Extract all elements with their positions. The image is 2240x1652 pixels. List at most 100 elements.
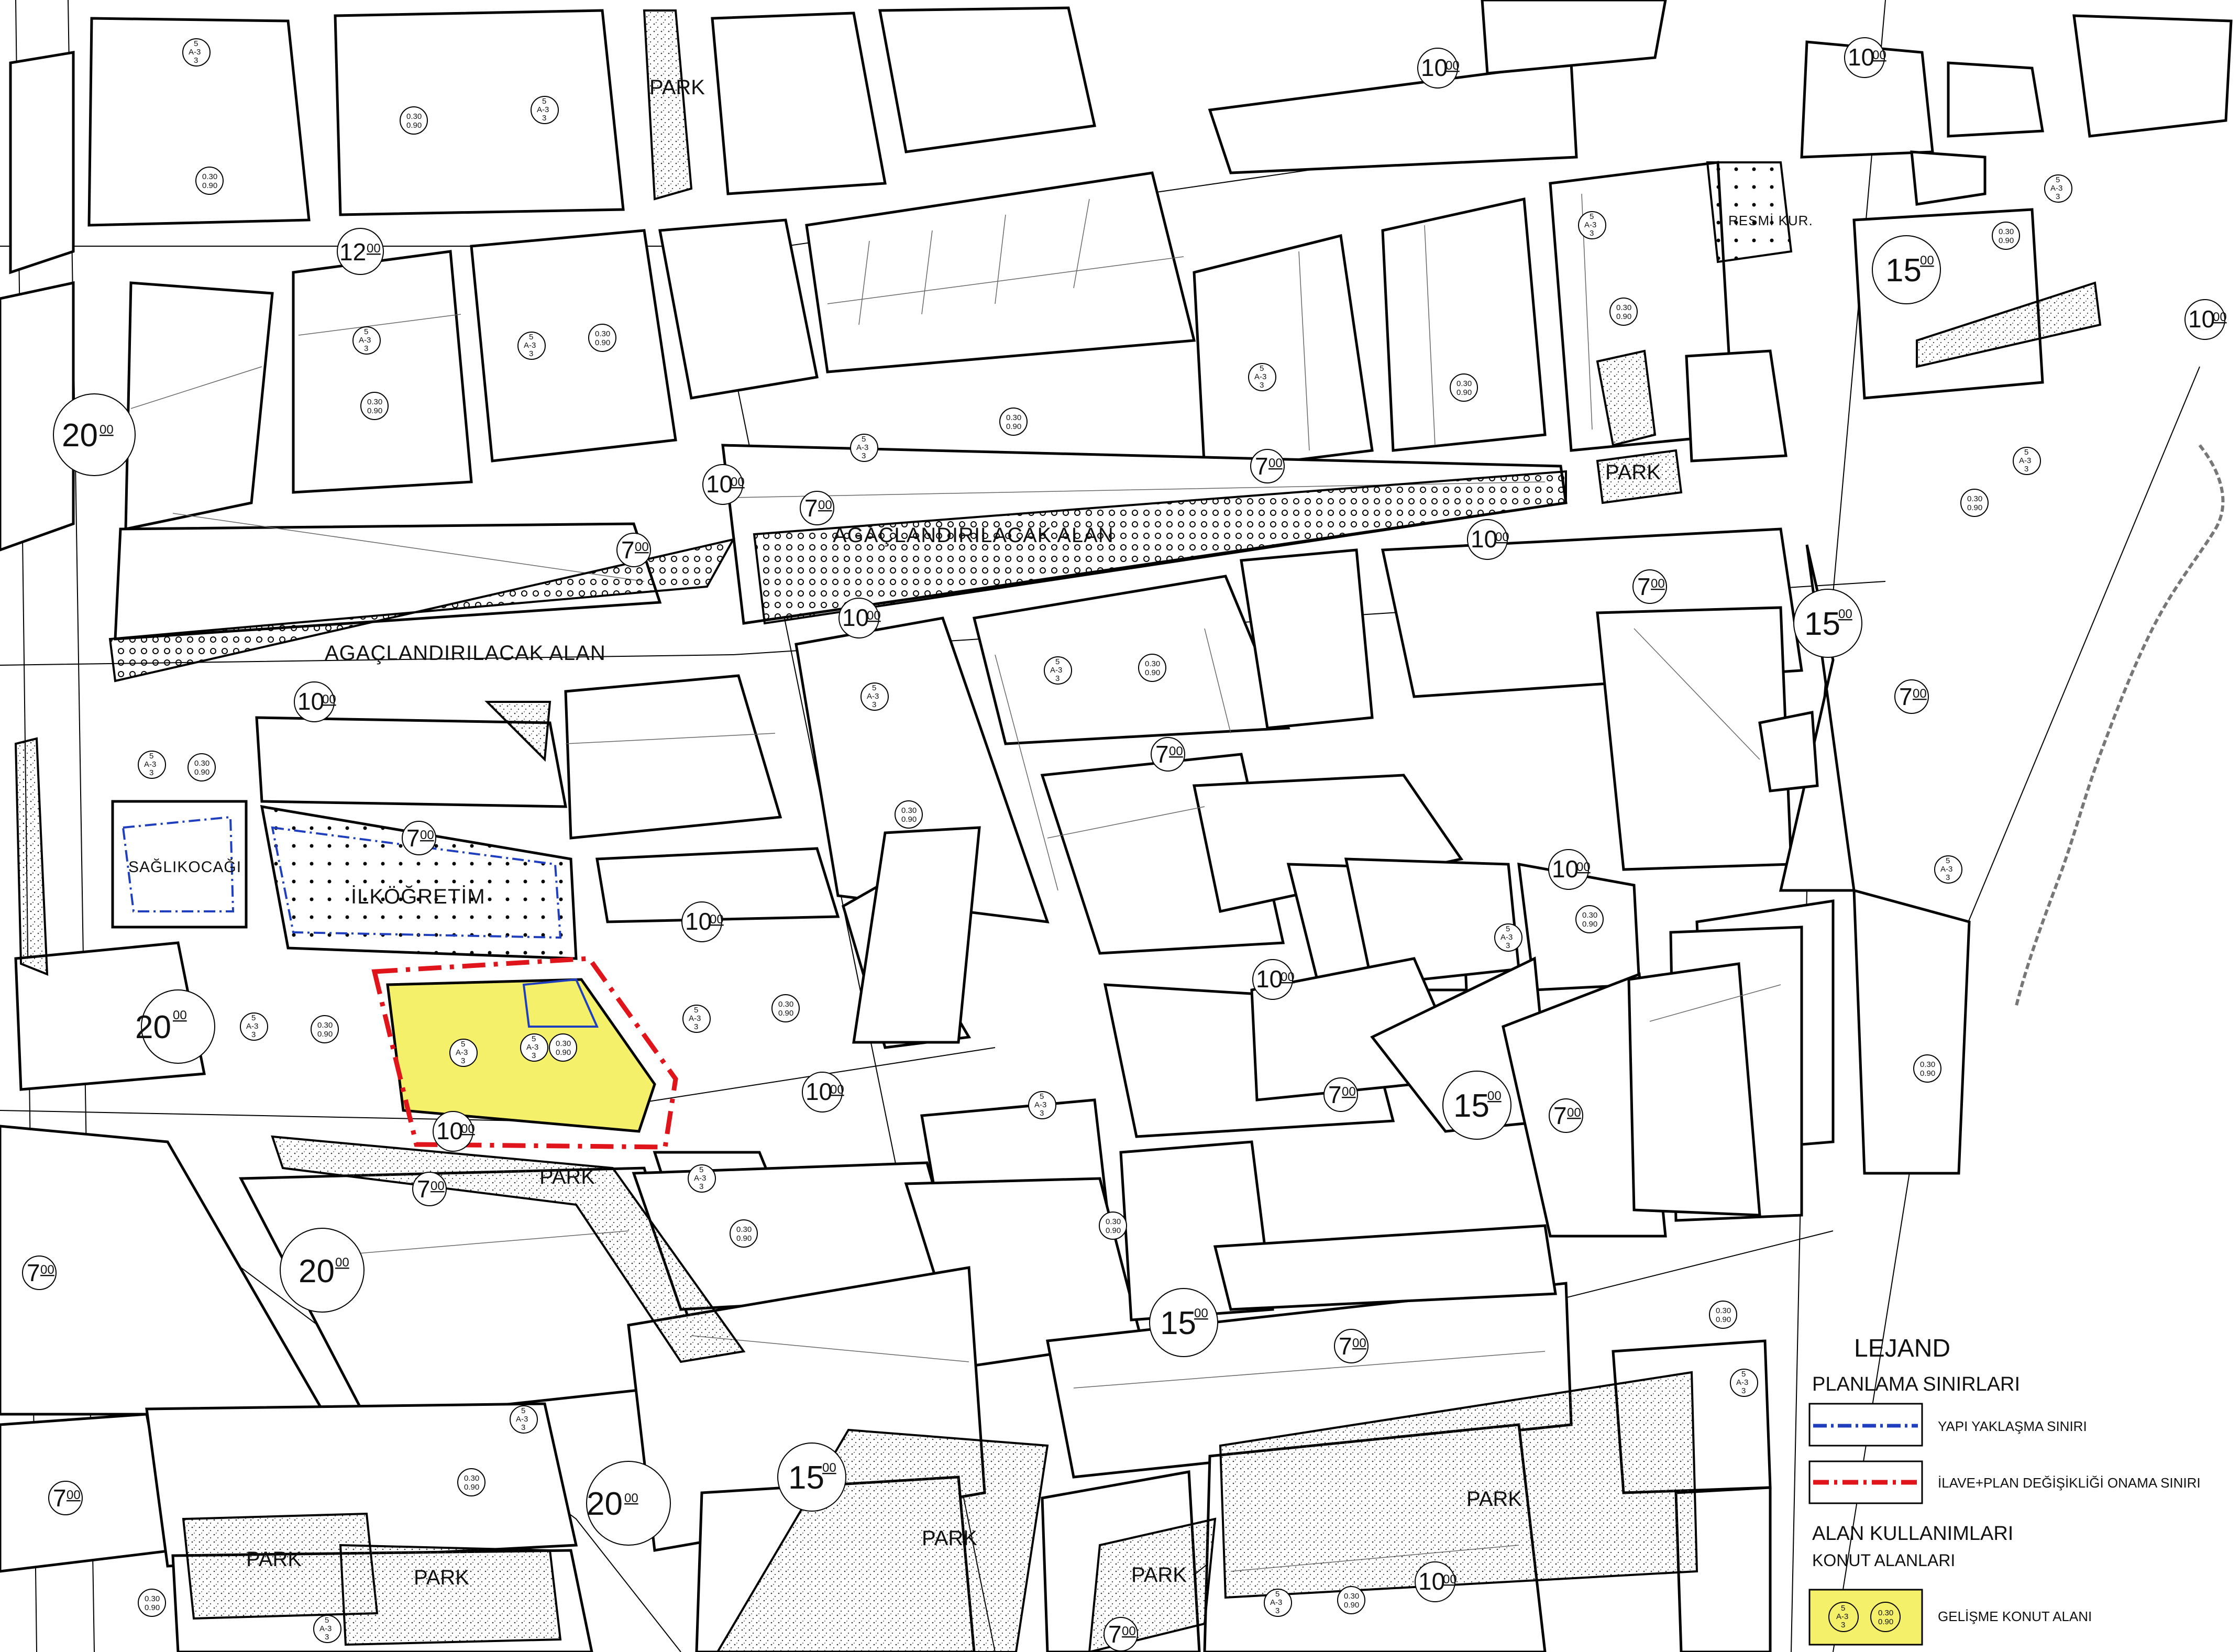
svg-text:3: 3 bbox=[2024, 465, 2028, 473]
svg-text:3: 3 bbox=[1040, 1109, 1044, 1118]
svg-text:0.90: 0.90 bbox=[1616, 312, 1631, 321]
svg-text:A-3: A-3 bbox=[537, 105, 549, 114]
svg-text:7: 7 bbox=[621, 536, 635, 564]
svg-text:0.30: 0.30 bbox=[1145, 659, 1160, 668]
park-label: PARK bbox=[649, 76, 705, 99]
svg-text:00: 00 bbox=[173, 1008, 187, 1022]
svg-text:7: 7 bbox=[1553, 1102, 1567, 1129]
svg-text:0.90: 0.90 bbox=[1456, 388, 1472, 397]
plan-code-marker: 5A-33 0.300.90 bbox=[400, 96, 559, 135]
svg-text:3: 3 bbox=[194, 56, 198, 65]
svg-text:A-3: A-3 bbox=[2050, 184, 2062, 193]
svg-text:00: 00 bbox=[1495, 530, 1509, 544]
svg-text:20: 20 bbox=[587, 1486, 623, 1522]
svg-text:00: 00 bbox=[1352, 1336, 1366, 1350]
svg-text:A-3: A-3 bbox=[524, 341, 536, 350]
svg-text:5: 5 bbox=[1055, 657, 1060, 666]
svg-text:10: 10 bbox=[297, 688, 324, 715]
svg-text:3: 3 bbox=[532, 1051, 536, 1060]
svg-text:5: 5 bbox=[521, 1406, 525, 1415]
svg-text:15: 15 bbox=[1804, 606, 1840, 642]
svg-text:10: 10 bbox=[1471, 525, 1497, 553]
svg-text:0.30: 0.30 bbox=[145, 1594, 160, 1603]
svg-text:5: 5 bbox=[862, 435, 866, 444]
svg-text:7: 7 bbox=[406, 824, 420, 852]
svg-text:00: 00 bbox=[40, 1263, 54, 1277]
svg-text:00: 00 bbox=[1651, 577, 1665, 591]
svg-text:0.90: 0.90 bbox=[202, 181, 217, 190]
development-setback-line bbox=[522, 978, 599, 1028]
park-label: PARK bbox=[414, 1566, 469, 1589]
svg-text:0.30: 0.30 bbox=[1878, 1609, 1893, 1617]
svg-text:3: 3 bbox=[251, 1030, 256, 1039]
park-label: PARK bbox=[539, 1165, 595, 1188]
svg-text:00: 00 bbox=[2213, 310, 2227, 324]
svg-text:20: 20 bbox=[299, 1253, 335, 1290]
svg-text:00: 00 bbox=[822, 1461, 836, 1475]
svg-text:A-3: A-3 bbox=[689, 1014, 701, 1023]
svg-text:0.30: 0.30 bbox=[1582, 911, 1597, 920]
svg-text:10: 10 bbox=[805, 1078, 832, 1105]
svg-text:15: 15 bbox=[788, 1460, 824, 1496]
svg-text:5: 5 bbox=[461, 1040, 465, 1049]
svg-text:5: 5 bbox=[1506, 924, 1510, 933]
health-parcel bbox=[111, 800, 248, 929]
svg-text:0.90: 0.90 bbox=[145, 1603, 160, 1612]
svg-text:5: 5 bbox=[1040, 1092, 1044, 1101]
svg-text:0.90: 0.90 bbox=[1967, 503, 1982, 512]
svg-text:7: 7 bbox=[804, 494, 818, 522]
afforestation-label-south: AGAÇLANDIRILACAK ALAN bbox=[325, 642, 606, 665]
svg-text:0.90: 0.90 bbox=[556, 1048, 571, 1057]
svg-text:15: 15 bbox=[1453, 1088, 1489, 1124]
svg-text:3: 3 bbox=[1275, 1606, 1279, 1615]
svg-text:3: 3 bbox=[1260, 381, 1264, 390]
afforestation-area-north bbox=[753, 470, 1567, 625]
plan-code-marker: 5A-33 0.300.90 bbox=[138, 751, 216, 781]
svg-text:00: 00 bbox=[1122, 1624, 1136, 1638]
svg-text:10: 10 bbox=[842, 604, 869, 631]
svg-text:A-3: A-3 bbox=[189, 48, 201, 57]
svg-text:00: 00 bbox=[1913, 687, 1927, 701]
health-setback-line bbox=[122, 816, 235, 912]
svg-text:5: 5 bbox=[2024, 448, 2028, 457]
svg-text:00: 00 bbox=[731, 475, 745, 489]
svg-text:0.30: 0.30 bbox=[194, 759, 209, 768]
plan-code-marker: 5A-33 0.300.90 bbox=[1960, 447, 2041, 517]
svg-text:5: 5 bbox=[699, 1165, 703, 1174]
svg-text:5: 5 bbox=[1260, 364, 1264, 373]
svg-text:5: 5 bbox=[194, 39, 198, 48]
plan-code-marker: 5A-33 0.300.90 bbox=[520, 1033, 577, 1062]
svg-text:0.90: 0.90 bbox=[1106, 1226, 1121, 1235]
plan-code-marker: 5A-33 0.300.90 bbox=[240, 1012, 339, 1043]
svg-text:A-3: A-3 bbox=[246, 1022, 258, 1031]
svg-text:7: 7 bbox=[53, 1484, 67, 1512]
svg-text:A-3: A-3 bbox=[1836, 1612, 1848, 1621]
svg-text:3: 3 bbox=[1946, 873, 1950, 882]
svg-text:0.90: 0.90 bbox=[901, 815, 917, 824]
svg-text:10: 10 bbox=[1552, 855, 1579, 883]
plan-code-marker: 5A-33 0.300.90 bbox=[1028, 1091, 1127, 1240]
svg-text:0.90: 0.90 bbox=[194, 768, 209, 777]
plan-code-marker: 5A-33 0.300.90 bbox=[850, 408, 1028, 462]
legend: LEJAND PLANLAMA SINIRLARI YAPI YAKLAŞMA … bbox=[1808, 1335, 2201, 1646]
svg-text:7: 7 bbox=[417, 1175, 431, 1203]
svg-text:00: 00 bbox=[1920, 254, 1934, 268]
svg-text:A-3: A-3 bbox=[359, 336, 371, 345]
